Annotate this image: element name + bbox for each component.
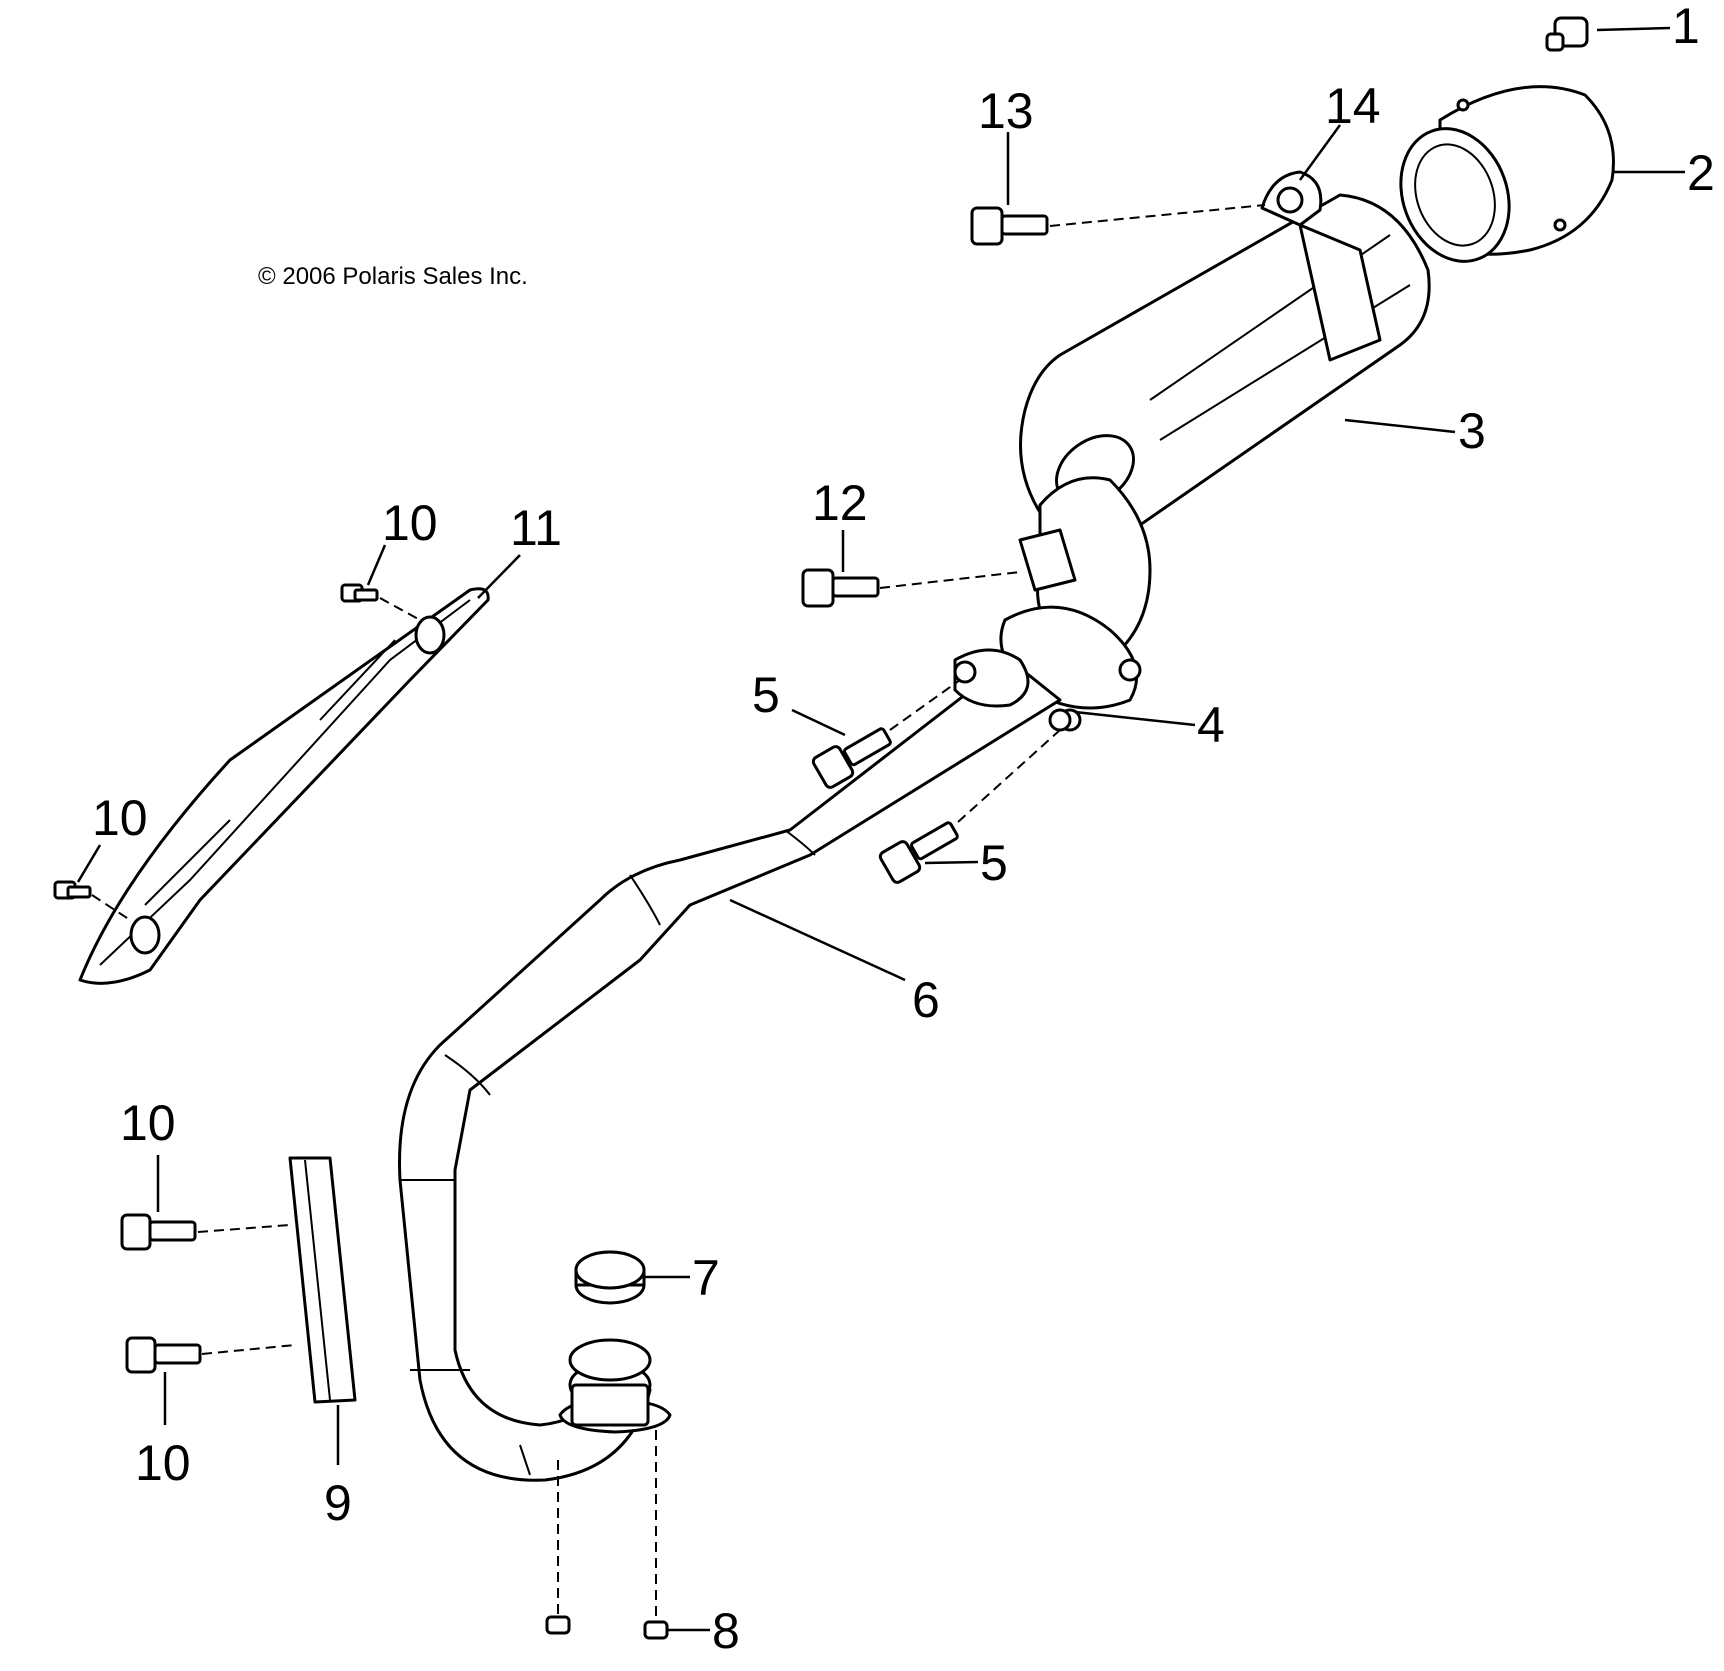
- part-8-nuts: [545, 1615, 669, 1640]
- part-1-cap-screw: [1545, 16, 1589, 52]
- part-11-heat-shield: [78, 587, 490, 985]
- callout-14: 14: [1325, 78, 1381, 134]
- part-5-bolt-upper: [811, 727, 892, 789]
- part-5-bolt-lower: [878, 821, 959, 884]
- part-10-bolt-shield-upper: [340, 583, 379, 603]
- callout-10-b: 10: [135, 1435, 191, 1491]
- callout-5-lower: 5: [980, 835, 1008, 891]
- callout-12: 12: [812, 475, 868, 531]
- leader-11: [477, 554, 521, 599]
- bolt-10-guide-shield-lower: [91, 894, 131, 921]
- leader-4: [1074, 710, 1196, 727]
- callout-1: 1: [1672, 0, 1700, 54]
- leader-5-lower: [924, 860, 979, 865]
- callout-8: 8: [712, 1603, 740, 1659]
- leader-1: [1596, 26, 1671, 32]
- part-12-bolt: [801, 568, 880, 608]
- bolt-13-guide: [1049, 204, 1266, 227]
- bolt-12-guide: [879, 571, 1021, 589]
- callout-3: 3: [1458, 403, 1486, 459]
- leader-14: [1298, 124, 1342, 181]
- part-2-end-cap: [1399, 85, 1615, 263]
- leader-3: [1344, 418, 1456, 434]
- callout-6: 6: [912, 972, 940, 1028]
- callout-10-a: 10: [120, 1095, 176, 1151]
- part-6-head-pipe: [398, 648, 1072, 1482]
- leader-5-upper: [791, 708, 846, 737]
- part-10-bolt-shield-lower: [53, 880, 92, 900]
- bolt-10-guide-shield-upper: [379, 597, 421, 621]
- leader-6: [729, 898, 906, 982]
- callout-7: 7: [692, 1250, 720, 1306]
- bolt-5-guide-lower: [957, 729, 1061, 823]
- callout-2: 2: [1687, 145, 1715, 201]
- part-10-bolt-lower: [125, 1336, 202, 1374]
- part-7-exhaust-gasket: [574, 1250, 646, 1305]
- exhaust-port-flange: [558, 1338, 672, 1434]
- copyright-notice: © 2006 Polaris Sales Inc.: [258, 263, 528, 290]
- leader-10-d: [76, 844, 102, 883]
- part-9-bracket: [288, 1156, 357, 1404]
- callout-10-c: 10: [382, 495, 438, 551]
- callout-4: 4: [1197, 697, 1225, 753]
- bolt-10-guide-upper: [197, 1224, 291, 1233]
- part-10-bolt-upper: [120, 1213, 197, 1251]
- callout-13: 13: [978, 83, 1034, 139]
- part-13-bolt: [970, 206, 1049, 246]
- bolt-10-guide-lower: [201, 1344, 296, 1355]
- bolt-5-guide-upper: [889, 679, 961, 731]
- callout-9: 9: [324, 1475, 352, 1531]
- leader-10-c: [366, 544, 387, 586]
- callout-10-d: 10: [92, 790, 148, 846]
- callout-11: 11: [510, 500, 562, 556]
- callout-5-upper: 5: [752, 667, 780, 723]
